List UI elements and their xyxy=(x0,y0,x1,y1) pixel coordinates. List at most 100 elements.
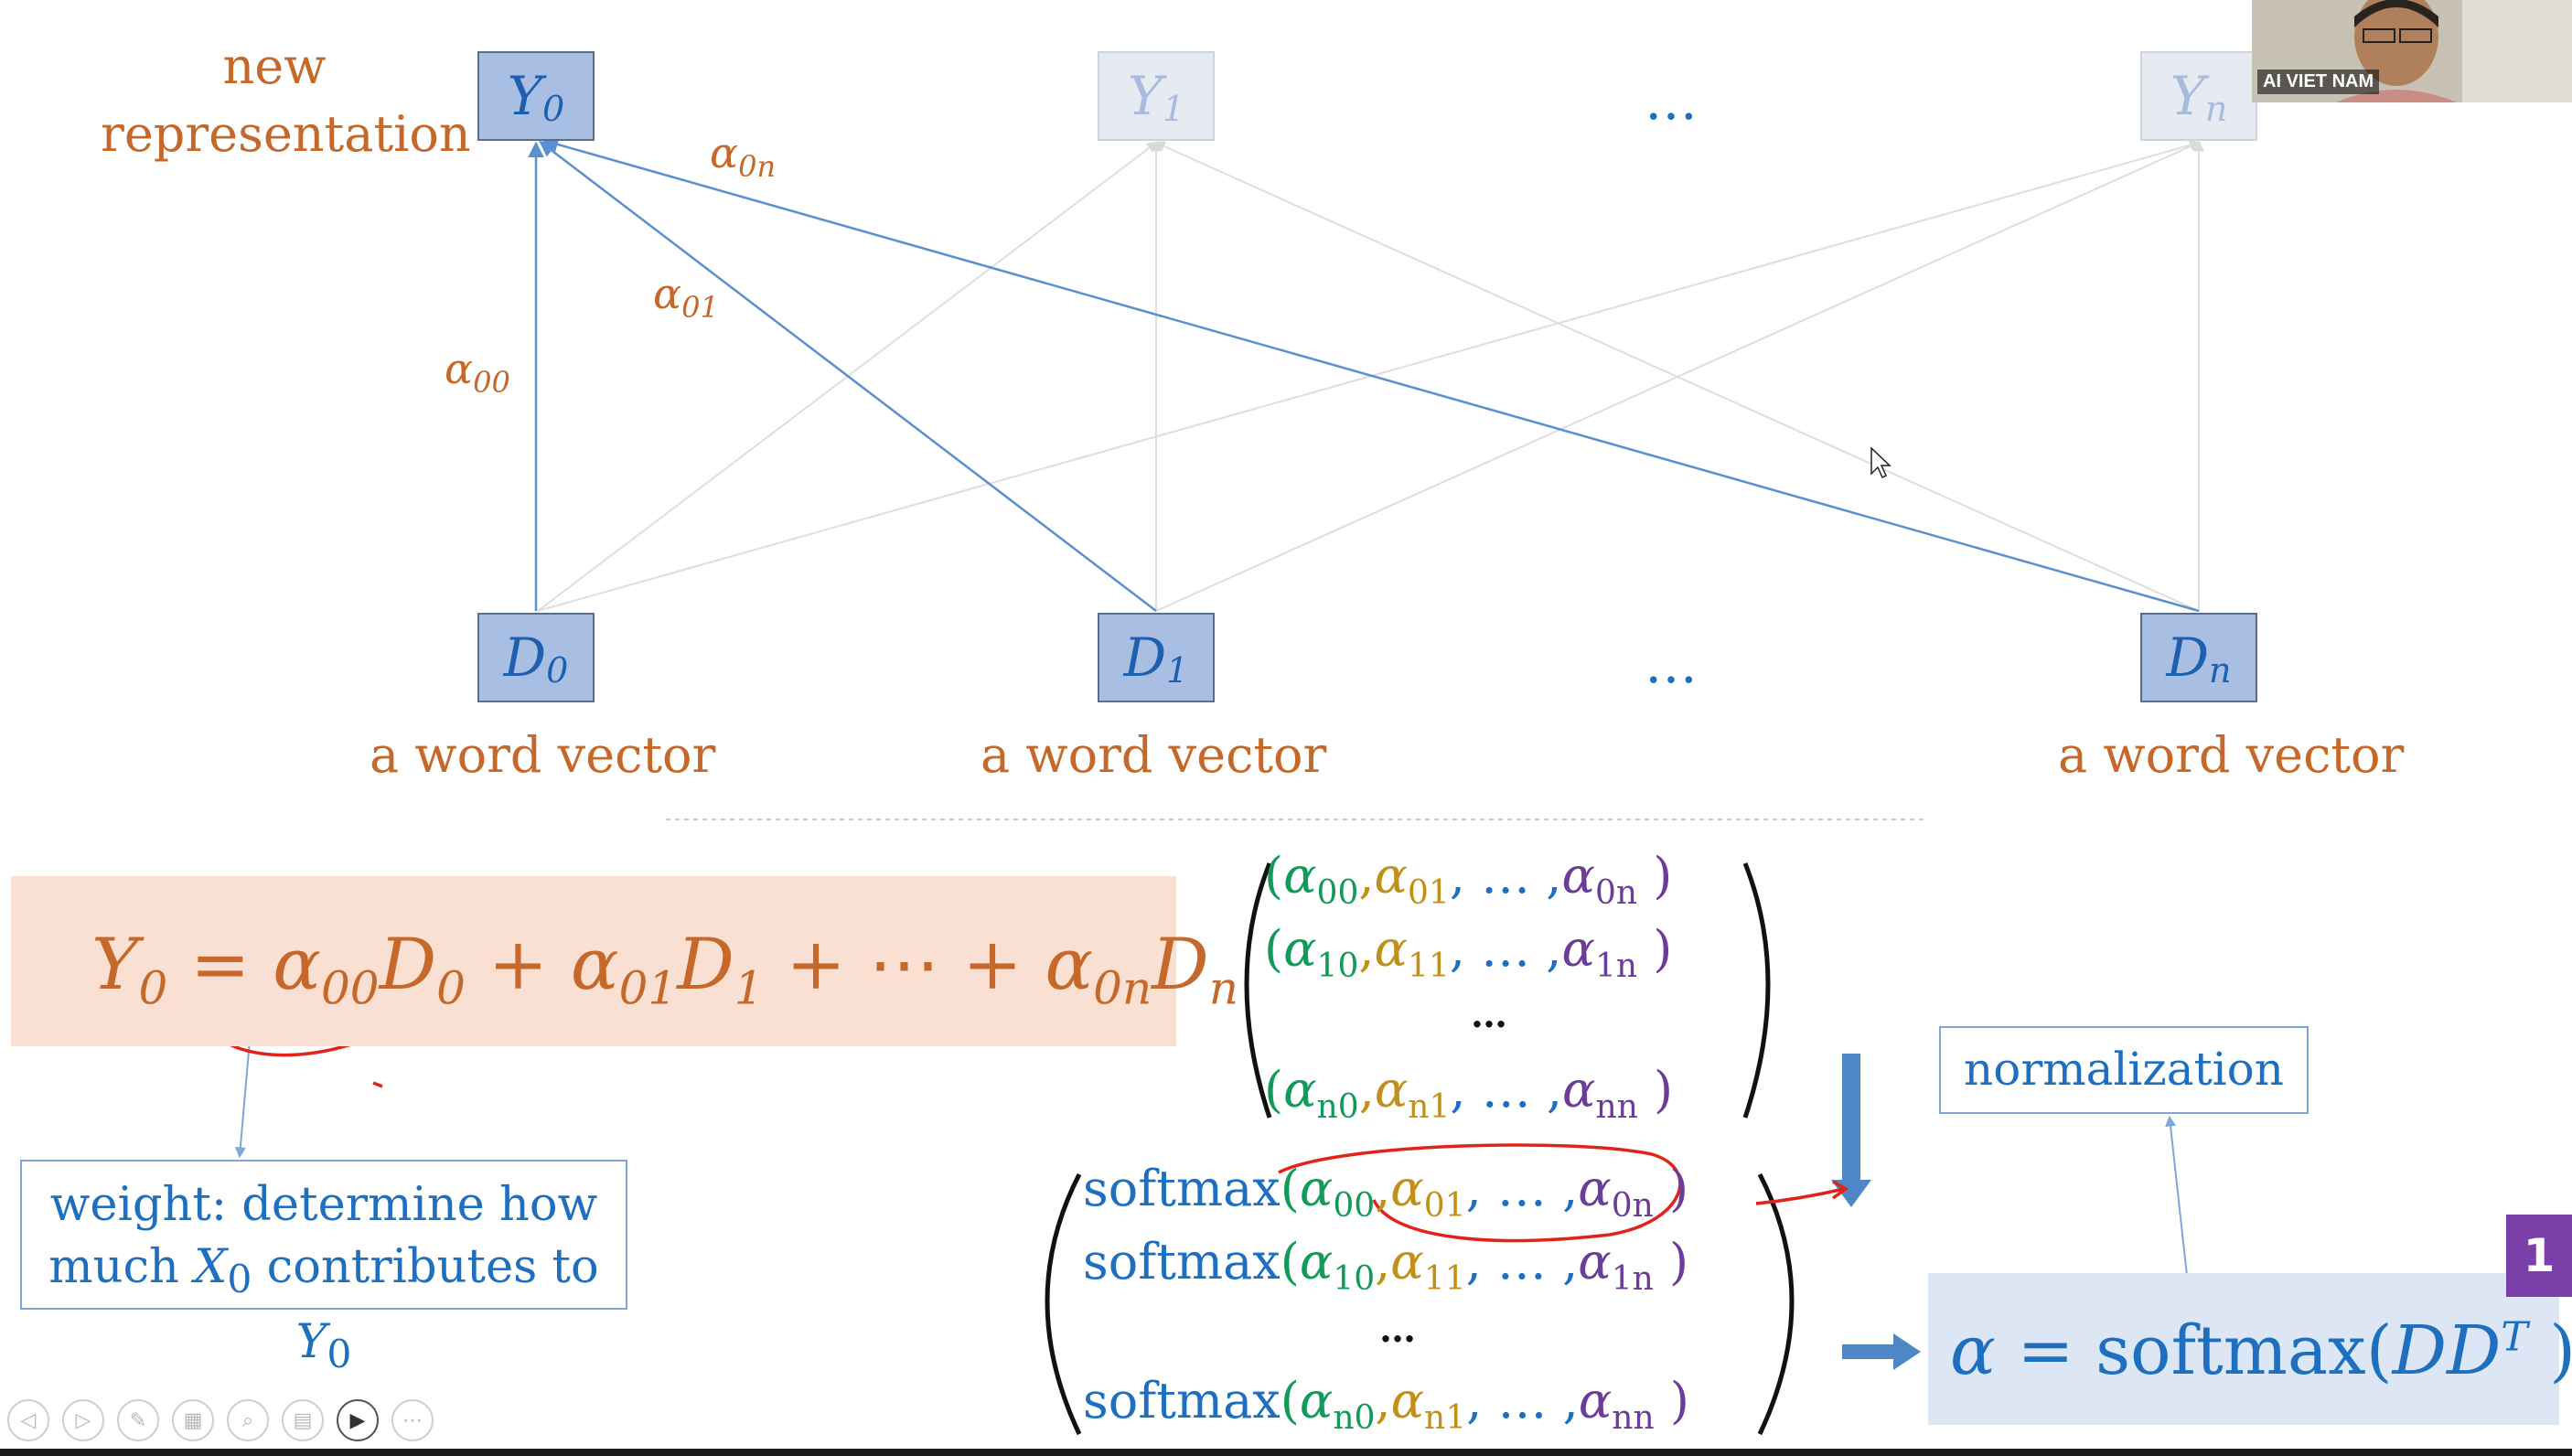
bottom-ellipsis: … xyxy=(1645,633,1698,695)
equation-box xyxy=(11,876,1176,1046)
eq-t3-sub: 0n xyxy=(1093,961,1152,1015)
eq-t3-var-sub: n xyxy=(1208,961,1238,1015)
m1-b-sym: α xyxy=(1374,920,1408,978)
sn-b: n1 xyxy=(1424,1398,1467,1437)
weight-explanation-box: weight: determine how much X0 contribute… xyxy=(20,1160,627,1377)
attention-equation: Y0 = α00D0 + α01D1 + ⋯ + α0nDn xyxy=(91,924,1238,1015)
s0-b-sym: α xyxy=(1390,1160,1424,1217)
weight-line-2: much X0 contributes to Y0 xyxy=(22,1237,626,1386)
m0-a-sym: α xyxy=(1283,847,1317,905)
eq-plus-1: + xyxy=(488,924,549,1006)
matrix-row-n: (αn0,αn1, … ,αnn ) xyxy=(1264,1061,1674,1126)
mn-b: n1 xyxy=(1408,1087,1451,1126)
faded-edges xyxy=(537,139,2204,612)
video-name-label: AI VIET NAM xyxy=(2257,70,2380,94)
edge-weight-00-sym: α xyxy=(445,344,474,393)
weight-y-sub: 0 xyxy=(327,1333,352,1378)
m0-c: 0n xyxy=(1594,873,1638,912)
alpha-symbol: α xyxy=(1950,1311,1996,1390)
s1-a-sym: α xyxy=(1299,1233,1334,1290)
node-y1-sub: 1 xyxy=(1163,89,1185,129)
node-d1-var: D xyxy=(1123,626,1167,689)
pen-icon[interactable]: ✎ xyxy=(117,1399,159,1441)
edge-weight-0n: α0n xyxy=(710,128,776,184)
node-yn-sub: n xyxy=(2204,89,2228,129)
alpha-d2: D xyxy=(2446,1311,2502,1390)
sn-c: nn xyxy=(1612,1398,1655,1437)
subtitles-icon[interactable]: ▤ xyxy=(282,1399,324,1441)
eq-t1-sub: 00 xyxy=(320,961,380,1015)
eq-t3: α xyxy=(1045,924,1094,1006)
weight-line-2-pre: much xyxy=(48,1240,179,1294)
s1-b: 11 xyxy=(1423,1259,1466,1298)
eq-lhs-sub: 0 xyxy=(138,961,168,1015)
right-arrow xyxy=(1842,1333,1921,1370)
word-vector-label-dn: a word vector xyxy=(2058,726,2405,784)
node-dn-sub: n xyxy=(2209,650,2232,691)
alpha-d1: D xyxy=(2392,1311,2447,1390)
mn-c-sym: α xyxy=(1562,1061,1596,1119)
softmax-row-n: softmax(αn0,αn1, … ,αnn ) xyxy=(1083,1372,1689,1437)
eq-t1-var-sub: 0 xyxy=(436,961,466,1015)
m1-c-sym: α xyxy=(1561,920,1595,978)
matrix-row-0: (α00,α01, … ,α0n ) xyxy=(1264,847,1673,912)
word-vector-label-d1: a word vector xyxy=(981,726,1327,784)
prev-icon[interactable]: ◁ xyxy=(7,1399,49,1441)
top-ellipsis: … xyxy=(1645,70,1698,132)
word-vector-label-d0: a word vector xyxy=(370,726,716,784)
node-d0-sub: 0 xyxy=(546,650,569,691)
more-icon[interactable]: ⋯ xyxy=(391,1399,434,1441)
s1-b-sym: α xyxy=(1390,1233,1424,1290)
eq-dots: ⋯ xyxy=(868,924,940,1006)
weight-x-var: X xyxy=(194,1240,228,1294)
alpha-transpose: T xyxy=(2501,1313,2528,1361)
weight-y-var: Y xyxy=(295,1315,327,1370)
node-y1-var: Y xyxy=(1127,65,1163,127)
mn-a-sym: α xyxy=(1283,1061,1317,1119)
sn-c-sym: α xyxy=(1578,1372,1613,1429)
next-icon[interactable]: ▷ xyxy=(62,1399,104,1441)
sn-b-sym: α xyxy=(1390,1372,1425,1429)
matrix-vertical-dots: … xyxy=(1471,993,1507,1036)
m1-a-sym: α xyxy=(1283,920,1317,978)
node-d1-sub: 1 xyxy=(1166,650,1189,691)
highlighted-edges xyxy=(528,136,2200,613)
mn-c: nn xyxy=(1595,1087,1638,1126)
weight-line-2-mid: contributes to xyxy=(266,1240,599,1294)
softmax-label-1: softmax xyxy=(1083,1233,1281,1290)
node-dn-var: D xyxy=(2166,626,2210,689)
edge-weight-01-sym: α xyxy=(653,269,682,318)
node-d0-var: D xyxy=(503,626,547,689)
weight-x-sub: 0 xyxy=(227,1258,252,1303)
weight-line-1: weight: determine how xyxy=(49,1178,598,1232)
s0-a-sym: α xyxy=(1299,1160,1334,1217)
edge-weight-00-sub: 00 xyxy=(473,365,510,401)
normalization-box: normalization xyxy=(1939,1026,2309,1114)
node-yn-var: Y xyxy=(2170,65,2205,127)
s1-c: 1n xyxy=(1611,1259,1654,1298)
slides-icon[interactable]: ▦ xyxy=(172,1399,214,1441)
webcam-video[interactable]: AI VIET NAM xyxy=(2252,0,2572,102)
m1-b: 11 xyxy=(1408,947,1450,985)
s1-c-sym: α xyxy=(1578,1233,1612,1290)
video-icon[interactable]: ▶ xyxy=(337,1399,379,1441)
eq-plus-2: + xyxy=(786,924,846,1006)
s0-b: 01 xyxy=(1423,1186,1466,1225)
m1-c: 1n xyxy=(1594,947,1638,985)
sn-a: n0 xyxy=(1333,1398,1376,1437)
s0-c-sym: α xyxy=(1578,1160,1612,1217)
matrix-brackets xyxy=(1045,862,1795,1436)
softmax-row-0: softmax(α00,α01, … ,α0n ) xyxy=(1083,1160,1689,1225)
sn-a-sym: α xyxy=(1299,1372,1334,1429)
m1-a: 10 xyxy=(1316,947,1359,985)
zoom-icon[interactable]: ⌕ xyxy=(227,1399,269,1441)
softmax-label-n: softmax xyxy=(1083,1372,1281,1429)
edge-weight-0n-sym: α xyxy=(710,128,739,177)
m0-a: 00 xyxy=(1316,873,1359,912)
softmax-label-0: softmax xyxy=(1083,1160,1281,1217)
